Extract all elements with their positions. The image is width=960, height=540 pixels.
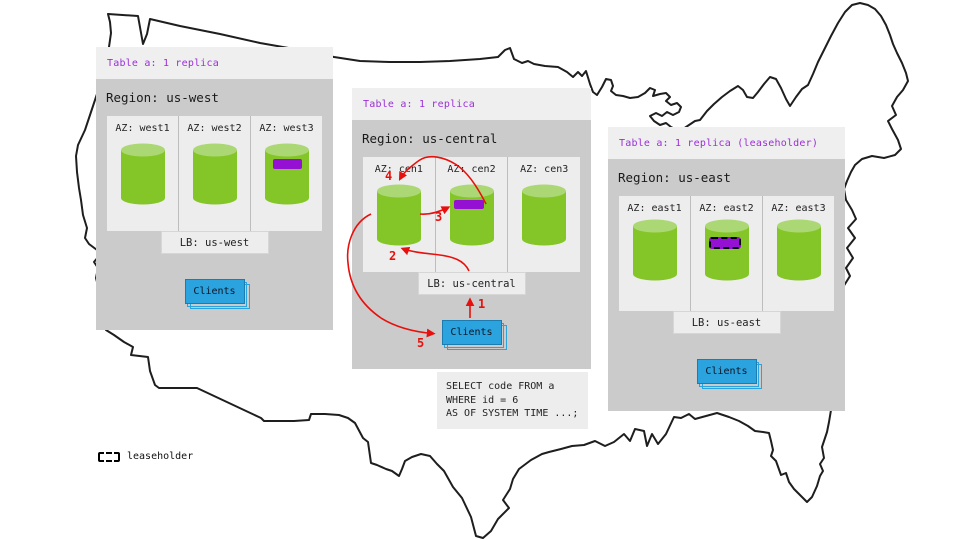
az-panel-us-east: AZ: east1 AZ: east2 AZ: east3 bbox=[619, 196, 834, 311]
load-balancer-us-west: LB: us-west bbox=[160, 231, 269, 254]
database-cylinder-cen3 bbox=[522, 184, 567, 246]
arrow-label-1: 1 bbox=[478, 297, 486, 311]
az-label-west3: AZ: west3 bbox=[259, 123, 314, 134]
arrow-label-2: 2 bbox=[389, 249, 397, 263]
table-label-us-west: Table a: 1 replica bbox=[107, 57, 219, 69]
az-col-east3: AZ: east3 bbox=[763, 196, 834, 311]
load-balancer-us-central: LB: us-central bbox=[417, 272, 526, 295]
replica-chip-east2-leaseholder bbox=[709, 237, 741, 249]
clients-box-us-west: Clients bbox=[184, 279, 245, 304]
replica-chip-west3 bbox=[273, 159, 302, 169]
database-cylinder-east2 bbox=[704, 219, 749, 281]
az-label-west2: AZ: west2 bbox=[187, 123, 242, 134]
az-col-west3: AZ: west3 bbox=[251, 116, 322, 231]
region-label-us-central: Region: us-central bbox=[362, 131, 498, 146]
table-label-us-east: Table a: 1 replica (leaseholder) bbox=[619, 137, 819, 149]
clients-us-west: Clients bbox=[184, 279, 251, 310]
arrow-label-4: 4 bbox=[385, 169, 393, 183]
database-cylinder-east1 bbox=[632, 219, 677, 281]
az-label-cen2: AZ: cen2 bbox=[447, 164, 496, 175]
table-strip-us-west: Table a: 1 replica bbox=[96, 47, 333, 79]
az-col-west1: AZ: west1 bbox=[107, 116, 179, 231]
region-box-us-east: Table a: 1 replica (leaseholder) Region:… bbox=[608, 127, 845, 411]
sql-line-2: WHERE id = 6 bbox=[446, 394, 519, 406]
sql-line-3: AS OF SYSTEM TIME ...; bbox=[446, 408, 579, 419]
database-cylinder-cen2 bbox=[449, 184, 494, 246]
az-col-cen2: AZ: cen2 bbox=[436, 157, 509, 272]
legend-leaseholder: leaseholder bbox=[98, 451, 193, 462]
region-box-us-west: Table a: 1 replica Region: us-west AZ: w… bbox=[96, 47, 333, 330]
database-cylinder-west1 bbox=[120, 143, 165, 205]
load-balancer-us-east: LB: us-east bbox=[672, 311, 781, 334]
leaseholder-swatch-icon bbox=[98, 451, 120, 462]
clients-box-us-central: Clients bbox=[441, 320, 502, 345]
az-label-cen3: AZ: cen3 bbox=[520, 164, 569, 175]
az-label-east2: AZ: east2 bbox=[699, 203, 754, 214]
arrow-label-5: 5 bbox=[417, 336, 425, 350]
az-label-east1: AZ: east1 bbox=[627, 203, 682, 214]
arrow-label-3: 3 bbox=[435, 210, 443, 224]
database-cylinder-east3 bbox=[776, 219, 821, 281]
database-cylinder-west3 bbox=[264, 143, 309, 205]
region-label-us-west: Region: us-west bbox=[106, 90, 219, 105]
table-strip-us-central: Table a: 1 replica bbox=[352, 88, 591, 120]
az-label-west1: AZ: west1 bbox=[115, 123, 170, 134]
clients-us-central: Clients bbox=[441, 320, 508, 351]
region-box-us-central: Table a: 1 replica Region: us-central AZ… bbox=[352, 88, 591, 369]
az-col-cen3: AZ: cen3 bbox=[508, 157, 580, 272]
replica-chip-cen2 bbox=[454, 200, 484, 209]
az-col-cen1: AZ: cen1 bbox=[363, 157, 436, 272]
az-panel-us-west: AZ: west1 AZ: west2 AZ: west3 bbox=[107, 116, 322, 231]
sql-line-1: SELECT code FROM a bbox=[446, 381, 555, 392]
clients-box-us-east: Clients bbox=[696, 359, 757, 384]
az-col-west2: AZ: west2 bbox=[179, 116, 251, 231]
table-label-us-central: Table a: 1 replica bbox=[363, 98, 475, 110]
database-cylinder-west2 bbox=[192, 143, 237, 205]
table-strip-us-east: Table a: 1 replica (leaseholder) bbox=[608, 127, 845, 159]
region-label-us-east: Region: us-east bbox=[618, 170, 731, 185]
us-map-outline bbox=[75, 2, 909, 539]
clients-us-east: Clients bbox=[696, 359, 763, 390]
az-label-cen1: AZ: cen1 bbox=[374, 164, 423, 175]
az-col-east2: AZ: east2 bbox=[691, 196, 763, 311]
sql-query-box: SELECT code FROM a WHERE id = 6 AS OF SY… bbox=[437, 372, 588, 429]
az-col-east1: AZ: east1 bbox=[619, 196, 691, 311]
az-label-east3: AZ: east3 bbox=[771, 203, 826, 214]
database-cylinder-cen1 bbox=[376, 184, 421, 246]
legend-label: leaseholder bbox=[127, 451, 194, 462]
